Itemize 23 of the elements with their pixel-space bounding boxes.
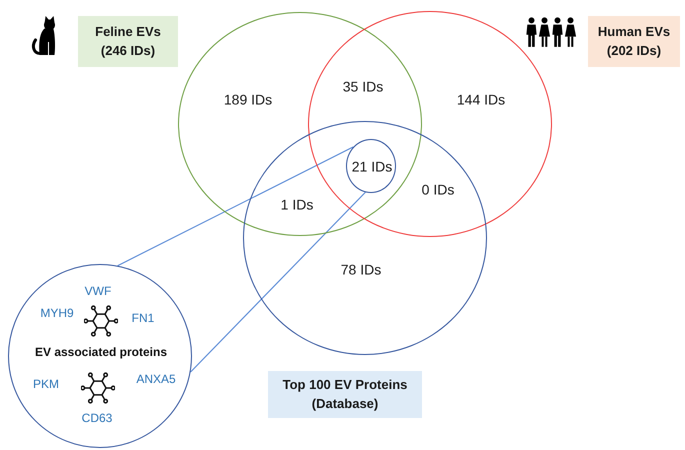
leader-line [190, 192, 366, 372]
count-label: 1 IDs [280, 196, 314, 214]
count-label: 35 IDs [342, 78, 384, 96]
count-label: 21 IDs [352, 158, 392, 176]
leader-line [117, 146, 354, 266]
count-label: 0 IDs [422, 182, 454, 198]
set-label-box: Human EVs (202 IDs) [588, 16, 680, 67]
zoom-circle [8, 264, 192, 448]
set-label-box: Feline EVs (246 IDs) [78, 16, 178, 67]
set-label-box: Top 100 EV Proteins (Database) [268, 371, 422, 418]
count-label: 144 IDs [456, 92, 506, 108]
protein-name: FN1 [132, 310, 154, 326]
highlight-circle [346, 139, 396, 193]
heading-text: EV associated proteins [34, 344, 168, 360]
protein-name: CD63 [82, 410, 112, 426]
count-label: 189 IDs [224, 92, 272, 108]
protein-name: VWF [84, 284, 112, 298]
protein-name: ANXA5 [136, 372, 176, 386]
venn-circle [178, 12, 422, 236]
venn-circle [243, 121, 487, 355]
count-label: 78 IDs [340, 262, 382, 278]
protein-name: MYH9 [40, 306, 74, 320]
protein-name: PKM [33, 376, 59, 392]
